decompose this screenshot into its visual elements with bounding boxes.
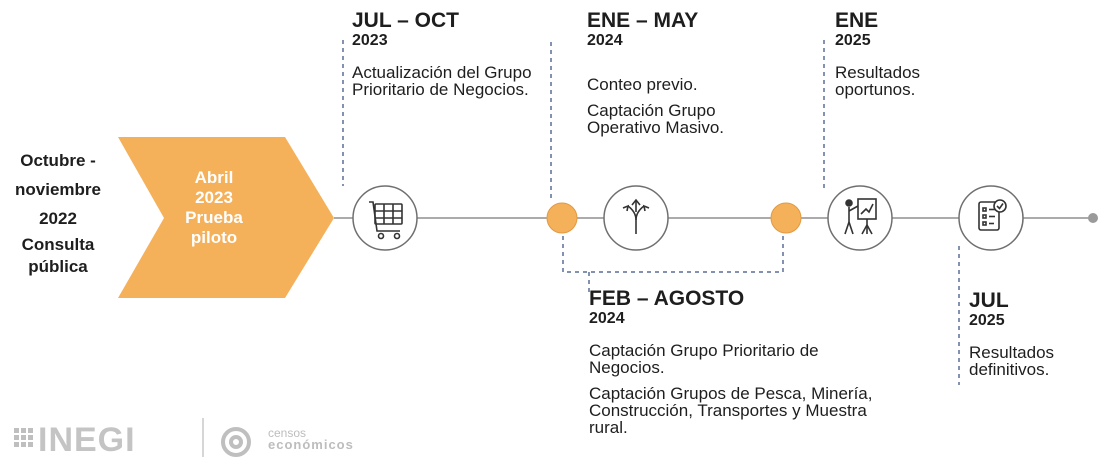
milestone-text: Conteo previo. xyxy=(587,75,698,94)
milestone-feb-agosto-2024: FEB – AGOSTO 2024 Captación Grupo Priori… xyxy=(589,287,879,437)
icon-circle-3 xyxy=(827,185,893,251)
consulta-line: noviembre xyxy=(15,180,101,199)
milestone-period: JUL xyxy=(969,289,1009,312)
prueba-line: 2023 xyxy=(195,188,233,207)
prueba-piloto-label: Abril 2023 Prueba piloto xyxy=(168,168,260,248)
prueba-line: Prueba xyxy=(185,208,243,227)
checklist-document-icon xyxy=(978,199,1007,231)
milestone-dot-feb-agosto xyxy=(770,202,802,234)
consulta-line: pública xyxy=(28,257,88,276)
milestone-text: Actualización del Grupo Prioritario de N… xyxy=(352,63,532,99)
presentation-icon xyxy=(844,198,877,235)
prueba-line: Abril xyxy=(194,168,234,187)
consulta-line: Consulta xyxy=(21,235,95,254)
connector-feb-agosto-bracket xyxy=(562,236,784,273)
milestone-ene-2025: ENE 2025 Resultados oportunos. xyxy=(835,9,965,99)
milestone-year: 2024 xyxy=(589,310,625,327)
prueba-line: piloto xyxy=(190,228,238,247)
timeline-end-dot xyxy=(1088,213,1098,223)
inegi-mark xyxy=(14,428,33,447)
milestone-text: Captación Grupo Operativo Masivo. xyxy=(587,101,724,137)
milestone-dot-ene-may xyxy=(546,202,578,234)
milestone-year: 2023 xyxy=(352,32,388,49)
inegi-logo: INEGI xyxy=(38,421,136,459)
censos-logo-icon xyxy=(221,427,251,457)
prueba-piloto-chevron xyxy=(118,137,334,298)
milestone-year: 2025 xyxy=(969,312,1005,329)
censos-logo-line: económicos xyxy=(268,437,354,452)
milestone-year: 2025 xyxy=(835,32,871,49)
milestone-text: Resultados definitivos. xyxy=(969,343,1055,379)
milestone-text: Resultados oportunos. xyxy=(835,63,921,99)
milestone-ene-may-2024: ENE – MAY 2024 Conteo previo. Captación … xyxy=(587,9,767,137)
milestone-period: ENE xyxy=(835,9,879,32)
censos-logo-text: censos económicos xyxy=(268,426,354,452)
milestone-jul-2025: JUL 2025 Resultados definitivos. xyxy=(969,289,1089,379)
milestone-period: JUL – OCT xyxy=(352,9,459,32)
consulta-publica-block: Octubre - noviembre 2022 Consulta públic… xyxy=(0,146,116,277)
milestone-text: Captación Grupo Prioritario de Negocios. xyxy=(589,341,819,377)
shopping-cart-icon xyxy=(369,201,403,240)
milestone-period: FEB – AGOSTO xyxy=(589,287,745,310)
split-arrows-icon xyxy=(622,198,650,234)
milestone-year: 2024 xyxy=(587,32,623,49)
consulta-line: 2022 xyxy=(39,209,77,228)
milestone-period: ENE – MAY xyxy=(587,9,699,32)
milestone-text: Captación Grupos de Pesca, Minería, Cons… xyxy=(589,384,873,437)
consulta-line: Octubre - xyxy=(20,151,96,170)
censos-logo-line: censos xyxy=(268,426,307,440)
milestone-jul-oct-2023: JUL – OCT 2023 Actualización del Grupo P… xyxy=(352,9,552,99)
icon-circle-4 xyxy=(958,185,1024,251)
